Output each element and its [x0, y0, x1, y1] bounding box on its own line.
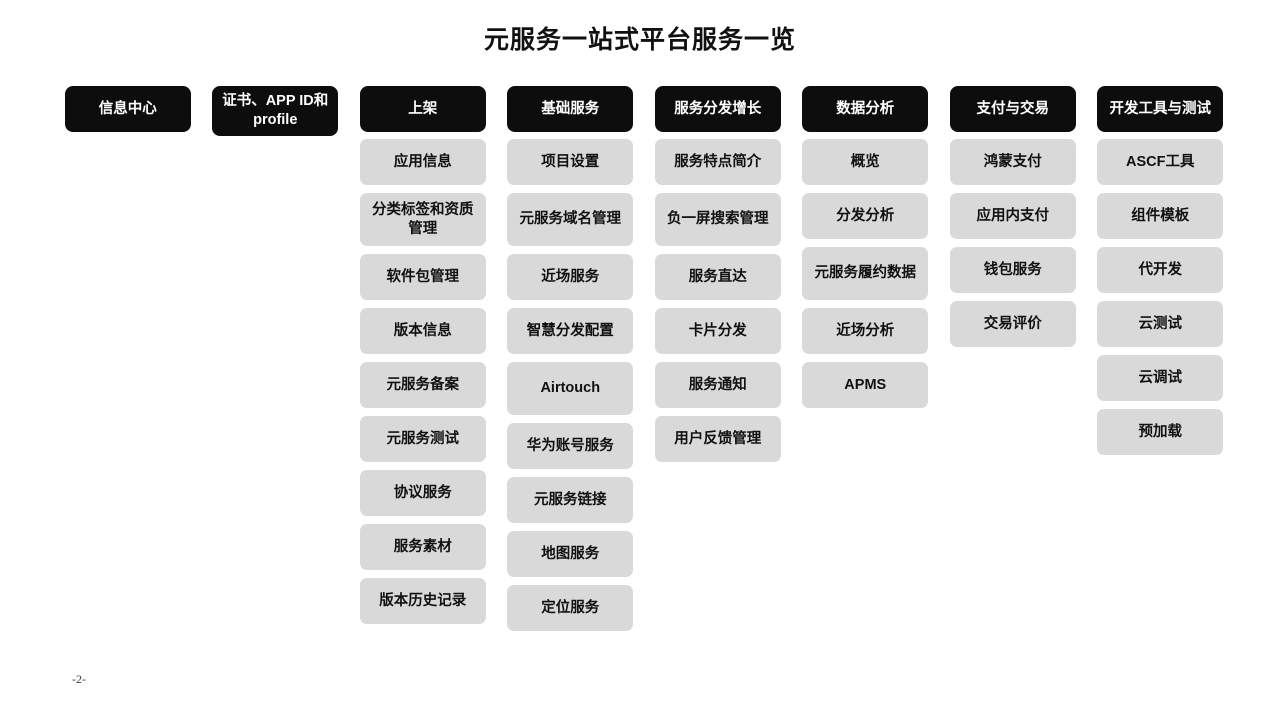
category-header[interactable]: 服务分发增长	[654, 86, 781, 132]
service-item[interactable]: 元服务备案	[359, 362, 486, 408]
service-item[interactable]: 服务特点简介	[654, 139, 781, 185]
service-item[interactable]: 地图服务	[507, 531, 634, 577]
category-header[interactable]: 数据分析	[802, 86, 929, 132]
category-header[interactable]: 证书、APP ID和profile	[212, 86, 339, 136]
category-header[interactable]: 开发工具与测试	[1097, 86, 1224, 132]
service-item[interactable]: 元服务链接	[507, 477, 634, 523]
service-item[interactable]: 概览	[802, 139, 929, 185]
category-header[interactable]: 支付与交易	[949, 86, 1076, 132]
category-column: 支付与交易鸿蒙支付应用内支付钱包服务交易评价	[939, 86, 1087, 355]
service-item[interactable]: 近场服务	[507, 254, 634, 300]
service-item[interactable]: 应用信息	[359, 139, 486, 185]
service-item[interactable]: 服务素材	[359, 524, 486, 570]
service-item[interactable]: 协议服务	[359, 470, 486, 516]
service-item[interactable]: 云测试	[1097, 301, 1224, 347]
service-item[interactable]: APMS	[802, 362, 929, 408]
page-number: -2-	[72, 672, 86, 686]
service-item[interactable]: 钱包服务	[949, 247, 1076, 293]
service-item[interactable]: 服务通知	[654, 362, 781, 408]
service-item[interactable]: 版本历史记录	[359, 578, 486, 624]
service-item[interactable]: Airtouch	[507, 362, 634, 415]
category-header[interactable]: 基础服务	[507, 86, 634, 132]
category-column: 开发工具与测试 ASCF工具组件模板代开发云测试云调试预加载	[1087, 86, 1235, 463]
service-item[interactable]: 交易评价	[949, 301, 1076, 347]
service-item[interactable]: 项目设置	[507, 139, 634, 185]
service-item[interactable]: ASCF工具	[1097, 139, 1224, 185]
service-item[interactable]: 定位服务	[507, 585, 634, 631]
service-item[interactable]: 版本信息	[359, 308, 486, 354]
category-header[interactable]: 上架	[359, 86, 486, 132]
category-column: 服务分发增长服务特点简介负一屏搜索管理服务直达卡片分发服务通知用户反馈管理	[644, 86, 792, 470]
service-item[interactable]: 预加载	[1097, 409, 1224, 455]
category-column: 数据分析概览分发分析元服务履约数据近场分析 APMS	[792, 86, 940, 416]
category-column: 基础服务项目设置元服务域名管理近场服务智慧分发配置 Airtouch 华为账号服务元…	[497, 86, 645, 639]
service-item[interactable]: 元服务测试	[359, 416, 486, 462]
page-title: 元服务一站式平台服务一览	[483, 26, 796, 54]
service-item[interactable]: 组件模板	[1097, 193, 1224, 239]
service-item[interactable]: 代开发	[1097, 247, 1224, 293]
service-item[interactable]: 智慧分发配置	[507, 308, 634, 354]
category-column: 上架应用信息分类标签和资质管理软件包管理版本信息元服务备案元服务测试协议服务服务…	[349, 86, 497, 632]
service-item[interactable]: 云调试	[1097, 355, 1224, 401]
category-header[interactable]: 信息中心	[64, 86, 191, 132]
service-item[interactable]: 用户反馈管理	[654, 416, 781, 462]
category-column: 信息中心	[54, 86, 202, 139]
service-item[interactable]: 负一屏搜索管理	[654, 193, 781, 246]
service-item[interactable]: 元服务域名管理	[507, 193, 634, 246]
service-item[interactable]: 近场分析	[802, 308, 929, 354]
service-item[interactable]: 华为账号服务	[507, 423, 634, 469]
service-item[interactable]: 卡片分发	[654, 308, 781, 354]
category-column: 证书、APP ID和profile	[202, 86, 350, 143]
service-item[interactable]: 鸿蒙支付	[949, 139, 1076, 185]
service-item[interactable]: 服务直达	[654, 254, 781, 300]
service-item[interactable]: 元服务履约数据	[802, 247, 929, 300]
service-item[interactable]: 分发分析	[802, 193, 929, 239]
service-item[interactable]: 软件包管理	[359, 254, 486, 300]
service-item[interactable]: 应用内支付	[949, 193, 1076, 239]
service-item[interactable]: 分类标签和资质管理	[359, 193, 486, 246]
